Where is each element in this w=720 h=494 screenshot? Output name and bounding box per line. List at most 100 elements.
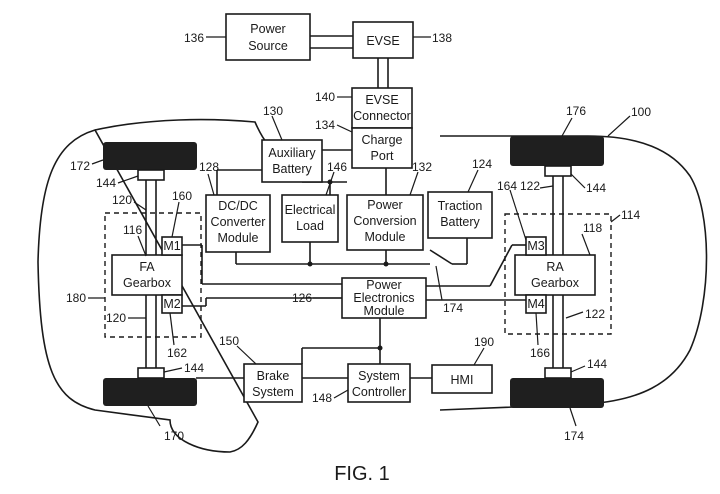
brake-system-line1: Brake bbox=[257, 369, 290, 383]
m4-label: M4 bbox=[527, 297, 544, 311]
power-conversion-line2: Conversion bbox=[353, 214, 416, 228]
ref-dcdc-converter: 128 bbox=[199, 160, 219, 174]
ref-tire-rear-left: 176 bbox=[566, 104, 586, 118]
ra-gearbox-line2: Gearbox bbox=[531, 276, 580, 290]
electrical-load-line2: Load bbox=[296, 219, 324, 233]
electrical-load-box bbox=[281, 194, 339, 243]
ref-front-shaft-bottom: 120 bbox=[106, 311, 126, 325]
traction-battery-line1: Traction bbox=[438, 199, 483, 213]
ref-brake-system: 150 bbox=[219, 334, 239, 348]
ref-vehicle: 100 bbox=[631, 105, 651, 119]
auxiliary-battery-box bbox=[261, 139, 323, 183]
ref-hub-rear-left: 144 bbox=[586, 181, 606, 195]
ref-m2: 162 bbox=[167, 346, 187, 360]
front-axle-assembly-boundary bbox=[104, 212, 202, 338]
ref-evse: 138 bbox=[432, 31, 452, 45]
ref-m1: 160 bbox=[172, 189, 192, 203]
brake-system-line2: System bbox=[252, 385, 294, 399]
fa-gearbox-box bbox=[111, 254, 183, 296]
ref-charge-port: 134 bbox=[315, 118, 335, 132]
hub-front-left bbox=[137, 169, 165, 181]
ref-hmi: 190 bbox=[474, 335, 494, 349]
m1-label: M1 bbox=[163, 239, 180, 253]
ra-gearbox-box bbox=[514, 254, 596, 296]
ref-hub-front-right: 144 bbox=[184, 361, 204, 375]
figure-caption: FIG. 1 bbox=[334, 463, 390, 485]
traction-battery-box bbox=[427, 191, 493, 239]
m3-box bbox=[525, 236, 547, 256]
charge-port-line1: Charge bbox=[362, 133, 403, 147]
ref-power-link: 174 bbox=[443, 301, 463, 315]
system-controller-line2: Controller bbox=[352, 385, 406, 399]
ref-front-axle-assembly: 180 bbox=[66, 291, 86, 305]
ref-power-electronics: 126 bbox=[292, 291, 312, 305]
power-electronics-line3: Module bbox=[364, 304, 405, 318]
ref-auxiliary-battery: 130 bbox=[263, 104, 283, 118]
dcdc-converter-line3: Module bbox=[218, 231, 259, 245]
hub-front-right bbox=[137, 367, 165, 379]
m2-label: M2 bbox=[163, 297, 180, 311]
power-conversion-line3: Module bbox=[365, 230, 406, 244]
ref-power-source: 136 bbox=[184, 31, 204, 45]
ref-rear-shaft-top: 122 bbox=[520, 179, 540, 193]
ref-power-conversion: 132 bbox=[412, 160, 432, 174]
power-conversion-box bbox=[346, 194, 424, 251]
leader-lines bbox=[88, 36, 631, 427]
ref-traction-battery: 124 bbox=[472, 157, 492, 171]
junction-dots bbox=[307, 179, 389, 351]
ra-gearbox-line1: RA bbox=[546, 260, 564, 274]
m3-label: M3 bbox=[527, 239, 544, 253]
ref-system-controller: 148 bbox=[312, 391, 332, 405]
electrical-load-line1: Electrical bbox=[285, 203, 336, 217]
hub-rear-left bbox=[544, 165, 572, 177]
ref-fa-gearbox: 116 bbox=[123, 223, 142, 237]
tire-rear-left bbox=[510, 136, 604, 166]
power-source-box bbox=[225, 13, 311, 61]
ref-front-shaft-top: 120 bbox=[112, 193, 132, 207]
power-electronics-box bbox=[341, 277, 427, 319]
evse-box bbox=[352, 21, 414, 59]
fa-gearbox-line2: Gearbox bbox=[123, 276, 172, 290]
ref-m3: 164 bbox=[497, 179, 517, 193]
charge-port-line2: Port bbox=[371, 149, 394, 163]
dcdc-converter-line1: DC/DC bbox=[218, 199, 258, 213]
ref-electrical-load: 146 bbox=[327, 160, 347, 174]
ref-rear-shaft-bottom: 122 bbox=[585, 307, 605, 321]
tire-front-left bbox=[103, 142, 197, 170]
power-conversion-line1: Power bbox=[367, 198, 402, 212]
brake-system-box bbox=[243, 363, 303, 403]
system-controller-box bbox=[347, 363, 411, 403]
hub-rear-right bbox=[544, 367, 572, 379]
auxiliary-battery-line2: Battery bbox=[272, 162, 312, 176]
charge-port-box bbox=[351, 127, 413, 169]
power-source-line1: Power bbox=[250, 22, 285, 36]
ref-hub-rear-right: 144 bbox=[587, 357, 607, 371]
system-controller-line1: System bbox=[358, 369, 400, 383]
hmi-label: HMI bbox=[451, 373, 474, 387]
dcdc-converter-box bbox=[205, 194, 271, 253]
m2-box bbox=[161, 294, 183, 314]
tire-front-right bbox=[103, 378, 197, 406]
fa-gearbox-line1: FA bbox=[139, 260, 155, 274]
traction-battery-line2: Battery bbox=[440, 215, 480, 229]
power-source-line2: Source bbox=[248, 39, 288, 53]
power-electronics-line2: Electronics bbox=[353, 291, 414, 305]
tire-rear-right bbox=[510, 378, 604, 408]
ref-ra-gearbox: 118 bbox=[583, 221, 602, 235]
auxiliary-battery-line1: Auxiliary bbox=[268, 146, 316, 160]
ref-hub-front-left: 144 bbox=[96, 176, 116, 190]
connection-lines bbox=[182, 35, 526, 379]
ref-tire-front-left: 172 bbox=[70, 159, 90, 173]
power-electronics-line1: Power bbox=[366, 278, 401, 292]
ref-tire-rear-right: 174 bbox=[564, 429, 584, 443]
evse-connector-box bbox=[351, 87, 413, 129]
hmi-box bbox=[431, 364, 493, 394]
evse-connector-line1: EVSE bbox=[365, 93, 398, 107]
rear-axle-assembly-boundary bbox=[504, 213, 612, 335]
evse-label: EVSE bbox=[366, 34, 399, 48]
ref-tire-front-right: 170 bbox=[164, 429, 184, 443]
dcdc-converter-line2: Converter bbox=[211, 215, 266, 229]
ref-evse-connector: 140 bbox=[315, 90, 335, 104]
evse-connector-line2: Connector bbox=[353, 109, 411, 123]
